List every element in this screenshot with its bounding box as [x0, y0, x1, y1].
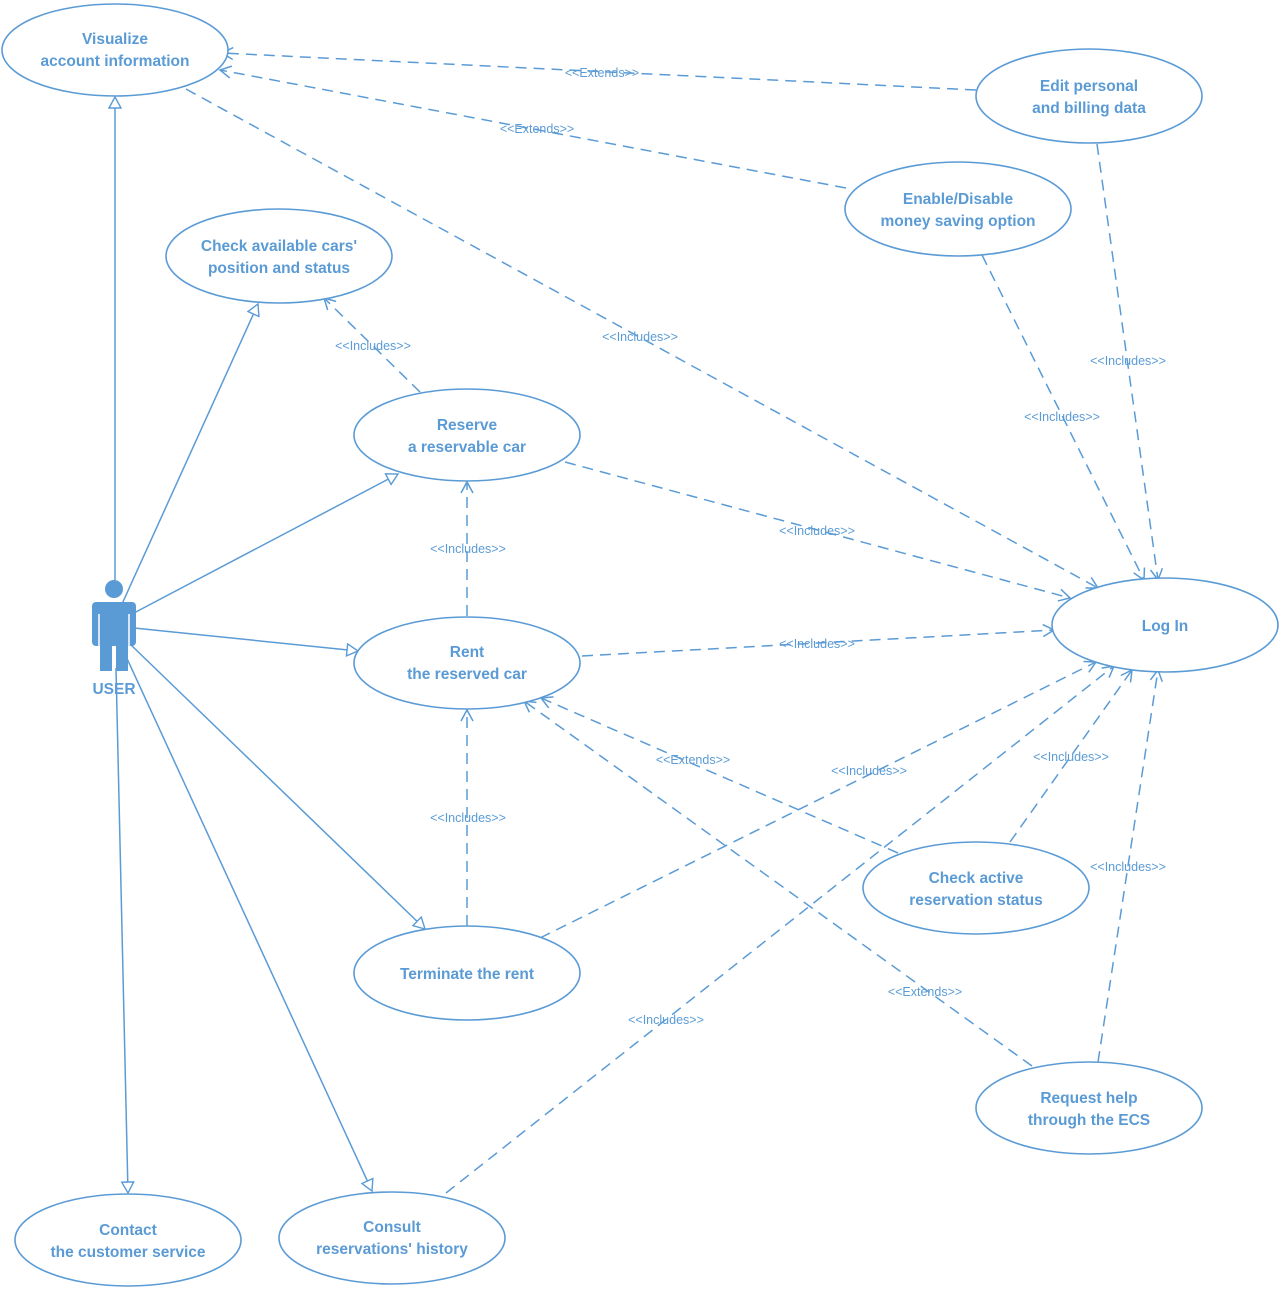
- rel-enable-visualize-label: <<Extends>>: [500, 122, 574, 136]
- use-case-check-cars-line2: position and status: [208, 260, 350, 277]
- rel-terminate-login: [539, 660, 1098, 939]
- use-case-consult-line1: Consult: [363, 1219, 421, 1236]
- rel-terminate-rent-label: <<Includes>>: [430, 811, 506, 825]
- use-case-request-help-line2: through the ECS: [1028, 1112, 1150, 1129]
- assoc-contact: [115, 667, 128, 1193]
- rel-rent-login-label: <<Includes>>: [779, 637, 855, 651]
- use-case-reserve: Reserve a reservable car: [353, 388, 581, 482]
- rel-request-help-login: [1097, 668, 1163, 1063]
- use-case-reserve-line2: a reservable car: [408, 439, 526, 456]
- rel-edit-login: [1096, 143, 1164, 582]
- actor-user-icon: [92, 580, 136, 671]
- rel-enable-visualize: [218, 65, 847, 189]
- use-case-terminate: Terminate the rent: [353, 925, 581, 1021]
- use-case-consult: Consult reservations' history: [278, 1191, 506, 1285]
- rel-check-active-rent-label: <<Extends>>: [656, 753, 730, 767]
- rel-edit-login-label: <<Includes>>: [1090, 354, 1166, 368]
- rel-check-active-login-label: <<Includes>>: [1033, 750, 1109, 764]
- use-case-check-active: Check active reservation status: [862, 841, 1090, 935]
- rel-request-help-rent-label: <<Extends>>: [888, 985, 962, 999]
- use-case-check-active-line2: reservation status: [909, 892, 1043, 909]
- assoc-rent: [133, 627, 358, 651]
- use-case-request-help-line1: Request help: [1040, 1090, 1137, 1107]
- relations: <<Extends>> <<Extends>> <<Includes>> <<I…: [185, 46, 1166, 1194]
- use-case-login-line1: Log In: [1142, 618, 1189, 635]
- rel-rent-reserve-label: <<Includes>>: [430, 542, 506, 556]
- rel-edit-visualize-label: <<Extends>>: [565, 66, 639, 80]
- rel-check-active-rent: [539, 696, 899, 854]
- use-case-enable: Enable/Disable money saving option: [844, 161, 1072, 257]
- use-case-check-active-line1: Check active: [929, 870, 1024, 887]
- use-case-contact: Contact the customer service: [14, 1193, 242, 1287]
- use-case-contact-line1: Contact: [99, 1222, 157, 1239]
- use-case-reserve-line1: Reserve: [437, 417, 498, 434]
- rel-enable-login: [981, 254, 1146, 582]
- assoc-terminate: [129, 643, 425, 929]
- use-case-terminate-line1: Terminate the rent: [400, 966, 534, 983]
- rel-reserve-login: [564, 461, 1072, 602]
- actor-user-label: USER: [92, 681, 135, 698]
- use-case-check-cars: Check available cars' position and statu…: [165, 208, 393, 304]
- rel-reserve-login-label: <<Includes>>: [779, 524, 855, 538]
- rel-reserve-check-cars-label: <<Includes>>: [335, 339, 411, 353]
- rel-visualize-login-label: <<Includes>>: [602, 330, 678, 344]
- use-case-request-help: Request help through the ECS: [975, 1061, 1203, 1155]
- use-case-enable-line2: money saving option: [880, 213, 1035, 230]
- use-case-visualize-line2: account information: [41, 53, 190, 70]
- rel-request-help-login-label: <<Includes>>: [1090, 860, 1166, 874]
- rel-consult-login: [445, 665, 1116, 1194]
- use-case-visualize: Visualize account information: [1, 3, 229, 97]
- use-case-edit-line2: and billing data: [1032, 100, 1146, 117]
- use-case-rent-line2: the reserved car: [407, 666, 527, 683]
- actor-user: USER: [92, 580, 136, 698]
- assoc-reserve: [131, 474, 398, 615]
- rel-reserve-check-cars: [322, 296, 421, 393]
- use-case-login: Log In: [1051, 577, 1279, 673]
- assoc-check-cars: [121, 304, 258, 605]
- use-case-edit-line1: Edit personal: [1040, 78, 1138, 95]
- use-case-check-cars-line1: Check available cars': [201, 238, 357, 255]
- use-case-enable-line1: Enable/Disable: [903, 191, 1014, 208]
- use-case-contact-line2: the customer service: [50, 1244, 205, 1261]
- use-case-consult-line2: reservations' history: [316, 1241, 468, 1258]
- rel-request-help-rent: [522, 700, 1033, 1067]
- rel-visualize-login: [185, 88, 1100, 589]
- rel-enable-login-label: <<Includes>>: [1024, 410, 1100, 424]
- use-case-rent-line1: Rent: [450, 644, 484, 661]
- rel-terminate-login-label: <<Includes>>: [831, 764, 907, 778]
- associations: [115, 97, 425, 1193]
- rel-consult-login-label: <<Includes>>: [628, 1013, 704, 1027]
- rel-rent-login: [581, 623, 1056, 657]
- assoc-consult: [123, 651, 372, 1191]
- use-case-rent: Rent the reserved car: [353, 616, 581, 710]
- use-case-visualize-line1: Visualize: [82, 31, 148, 48]
- use-case-edit: Edit personal and billing data: [975, 48, 1203, 144]
